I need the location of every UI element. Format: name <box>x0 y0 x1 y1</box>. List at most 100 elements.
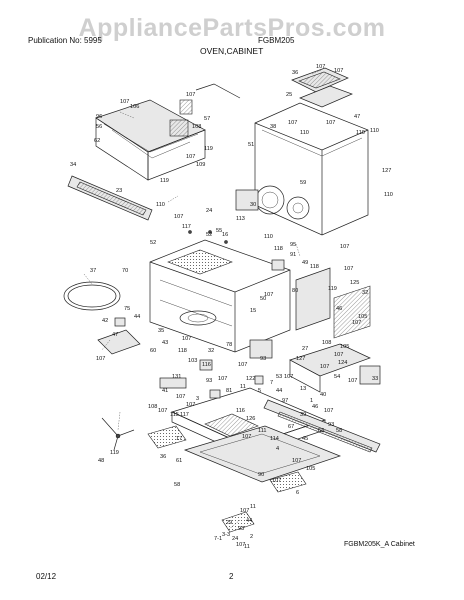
part-number-label: 2 <box>250 534 253 540</box>
right-side-panel <box>295 267 381 385</box>
part-number-label: 44 <box>246 518 252 524</box>
part-number-label: 60 <box>150 348 156 354</box>
part-number-label: 59 <box>300 180 306 186</box>
part-number-label: 107 <box>182 336 191 342</box>
part-number-label: 7 <box>270 380 273 386</box>
part-number-label: 107 <box>186 402 195 408</box>
leader-lines <box>83 69 323 531</box>
part-number-label: 117 <box>180 412 189 418</box>
part-number-label: 54 <box>334 374 340 380</box>
part-number-label: 7-1 <box>214 536 222 542</box>
part-number-label: 118 <box>178 348 187 354</box>
part-number-label: 119 <box>328 286 337 292</box>
part-number-label: 93 <box>328 422 334 428</box>
part-number-label: 90 <box>258 472 264 478</box>
part-number-label: 23 <box>116 188 122 194</box>
part-number-label: 118 <box>310 264 319 270</box>
part-number-label: 107 <box>158 408 167 414</box>
part-number-label: 108 <box>192 124 201 130</box>
part-number-label: 16 <box>222 232 228 238</box>
part-number-label: 127 <box>296 356 305 362</box>
blower-motor <box>235 185 310 220</box>
part-number-label: 67 <box>288 424 294 430</box>
part-number-label: 13 <box>300 386 306 392</box>
grease-filters <box>147 425 307 533</box>
publication-label: Publication No: 5995 <box>28 36 102 45</box>
part-number-label: 103 <box>188 358 197 364</box>
part-number-label: 110 <box>264 234 273 240</box>
part-number-label: 63 <box>318 428 324 434</box>
part-number-label: 24 <box>232 536 238 542</box>
part-number-label: 107 <box>284 374 293 380</box>
part-number-label: 11 <box>244 544 250 550</box>
part-number-label: 35 <box>158 328 164 334</box>
top-vent-bracket <box>291 67 353 108</box>
part-number-label: 107 <box>186 154 195 160</box>
part-number-label: 29 <box>226 520 232 526</box>
part-number-label: 44 <box>276 388 282 394</box>
diagram-caption: FGBM205K_A Cabinet <box>344 541 415 548</box>
roller-coupler <box>101 417 135 451</box>
vent-grille <box>67 175 153 221</box>
part-number-label: 70 <box>122 268 128 274</box>
part-number-label: 117 <box>182 224 191 230</box>
part-number-label: 17 <box>176 436 182 442</box>
part-number-label: 62 <box>94 138 100 144</box>
part-number-label: 126 <box>246 416 255 422</box>
part-number-label: 56 <box>96 124 102 130</box>
part-number-label: 53 <box>276 374 282 380</box>
part-number-label: 107 <box>218 376 227 382</box>
part-number-label: 107 <box>240 508 249 514</box>
part-number-label: 52 <box>150 240 156 246</box>
part-number-label: 107 <box>292 458 301 464</box>
part-number-label: 47 <box>112 332 118 338</box>
part-number-label: 39 <box>300 412 306 418</box>
part-number-label: 119 <box>204 146 213 152</box>
part-number-label: 107 <box>96 356 105 362</box>
model-label: FGBM205 <box>258 36 295 45</box>
part-number-label: 107 <box>334 68 343 74</box>
part-number-label: 107 <box>344 266 353 272</box>
part-number-label: 93 <box>260 356 266 362</box>
part-number-label: 119 <box>160 178 169 184</box>
part-number-label: 110 <box>356 130 365 136</box>
part-number-label: 107 <box>186 92 195 98</box>
part-number-label: 34 <box>70 162 76 168</box>
part-number-label: 107 <box>236 542 245 548</box>
part-number-label: 107 <box>348 378 357 384</box>
part-number-label: 115 <box>170 412 179 418</box>
part-number-label: 27 <box>302 346 308 352</box>
part-number-label: 5 <box>258 388 261 394</box>
part-number-label: 97 <box>282 398 288 404</box>
part-number-label: 3 <box>196 396 199 402</box>
part-number-label: 110 <box>370 128 379 134</box>
part-number-label: 1 <box>310 398 313 404</box>
part-number-label: 6 <box>296 490 299 496</box>
part-number-label: 107 <box>120 99 129 105</box>
part-number-label: 125 <box>350 280 359 286</box>
part-number-label: 46 <box>336 306 342 312</box>
part-number-label: 4 <box>276 446 279 452</box>
part-number-label: 107 <box>316 64 325 70</box>
part-number-label: 80 <box>292 288 298 294</box>
control-housing <box>95 99 206 181</box>
part-number-label: 107 <box>288 120 297 126</box>
part-number-label: 95 <box>290 242 296 248</box>
part-number-label: 33 <box>372 376 378 382</box>
part-number-label: 11 <box>250 504 256 510</box>
part-number-label: 30 <box>250 202 256 208</box>
part-number-label: 118 <box>274 246 283 252</box>
part-number-label: 107 <box>176 394 185 400</box>
part-number-label: 114 <box>270 436 279 442</box>
part-number-label: 107 <box>326 120 335 126</box>
part-number-label: 55 <box>216 228 222 234</box>
part-number-label: 40 <box>320 392 326 398</box>
part-number-label: 15 <box>250 308 256 314</box>
part-number-label: 122 <box>246 376 255 382</box>
part-number-label: 93 <box>206 378 212 384</box>
part-number-label: 105 <box>340 344 349 350</box>
part-number-label: 108 <box>322 340 331 346</box>
part-number-label: 110 <box>384 192 393 198</box>
part-number-label: 107 <box>238 362 247 368</box>
